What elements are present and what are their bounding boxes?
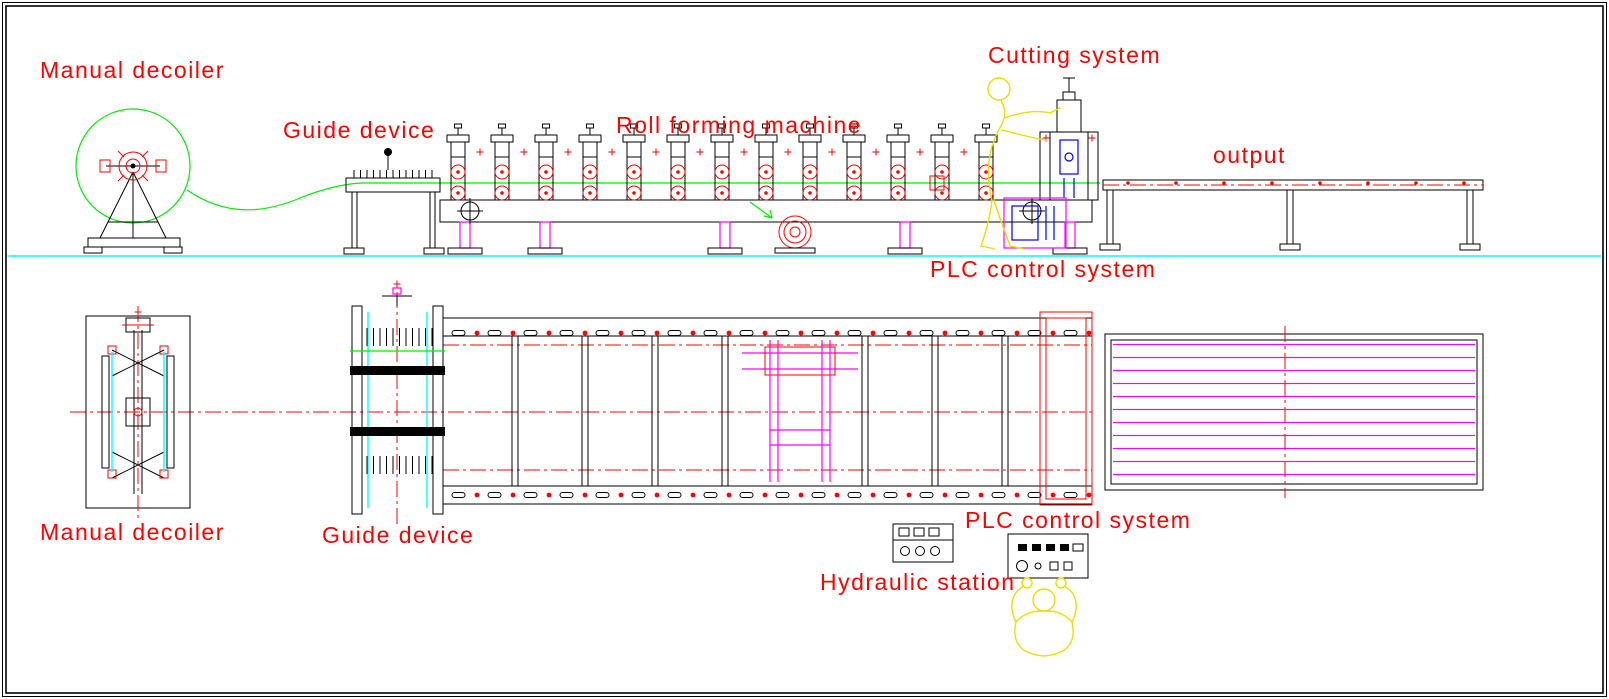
label-cutting-system: Cutting system <box>988 42 1161 68</box>
cutting-system-side <box>1039 77 1099 201</box>
operator-head-plan <box>1032 588 1056 612</box>
guide-teeth <box>352 170 434 178</box>
label-hydraulic-station: Hydraulic station <box>820 569 1016 595</box>
operator-arm <box>1003 107 1061 119</box>
operator-figure-side <box>980 77 1061 250</box>
bed-rail-top <box>442 317 1093 337</box>
label-manual-decoiler-top: Manual decoiler <box>40 57 225 83</box>
hydraulic-cylinder <box>1056 99 1082 133</box>
label-plc-control-plan: PLC control system <box>965 507 1191 533</box>
bed-rail-bottom <box>442 485 1093 505</box>
output-table-side <box>1099 179 1484 251</box>
blade-guide <box>1059 139 1079 175</box>
drawing-border <box>5 5 1604 694</box>
operator-leg <box>980 199 996 250</box>
motor-arrow <box>749 201 773 219</box>
operator-torso <box>987 125 1002 201</box>
guide-device-side <box>343 148 445 255</box>
roller-station <box>886 123 910 201</box>
output-table-plan <box>1104 326 1484 498</box>
datum-symbol <box>457 198 1045 224</box>
sensor-mark <box>929 175 945 191</box>
hydraulic-station-plan <box>892 523 954 563</box>
roller-station <box>930 123 954 201</box>
coil-hub <box>118 151 148 181</box>
formed-sheets <box>1113 342 1475 482</box>
roller-station <box>974 123 998 201</box>
label-guide-device-top: Guide device <box>283 117 435 143</box>
cutter-frame <box>1039 131 1099 201</box>
label-output: output <box>1213 142 1286 168</box>
machine-bed-plan <box>442 311 1093 506</box>
clamp-bar-top <box>350 366 445 375</box>
decoiler-stand <box>99 171 167 239</box>
steel-strip <box>186 182 1100 211</box>
machine-legs <box>447 221 1088 255</box>
label-roll-forming-machine: Roll forming machine <box>616 112 862 138</box>
roller-station <box>534 123 558 201</box>
operator-figure-plan <box>1011 577 1077 657</box>
operator-body-plan <box>1014 610 1074 657</box>
plc-panel-plan <box>1007 533 1089 579</box>
side-view <box>8 77 1601 257</box>
station-marks <box>476 148 968 156</box>
mandrel-hub <box>125 397 151 427</box>
labels: Manual decoiler Guide device Roll formin… <box>40 42 1286 595</box>
guide-rollers-bottom <box>362 456 434 474</box>
label-manual-decoiler-plan: Manual decoiler <box>40 519 225 545</box>
machine-bed <box>439 199 1093 223</box>
roller-station <box>490 123 514 201</box>
cutter-frame-plan <box>1039 311 1093 506</box>
operator-head <box>987 77 1011 101</box>
decoiler-plan <box>85 306 191 518</box>
adjust-knob <box>384 148 392 156</box>
plan-view <box>70 280 1484 657</box>
decoiler-side <box>75 108 191 254</box>
label-guide-device-plan: Guide device <box>322 522 474 548</box>
roller-station <box>446 123 470 201</box>
guide-device-plan <box>350 280 445 524</box>
label-plc-control-top: PLC control system <box>930 256 1156 282</box>
plc-cabinet-side <box>1003 197 1067 249</box>
clamp-bar-bottom <box>350 427 445 436</box>
guide-rollers-top <box>362 328 434 346</box>
roller-station <box>578 123 602 201</box>
roll-forming-machine-side <box>439 123 1093 255</box>
drive-motor <box>749 201 816 254</box>
press-section-plan <box>742 340 858 482</box>
